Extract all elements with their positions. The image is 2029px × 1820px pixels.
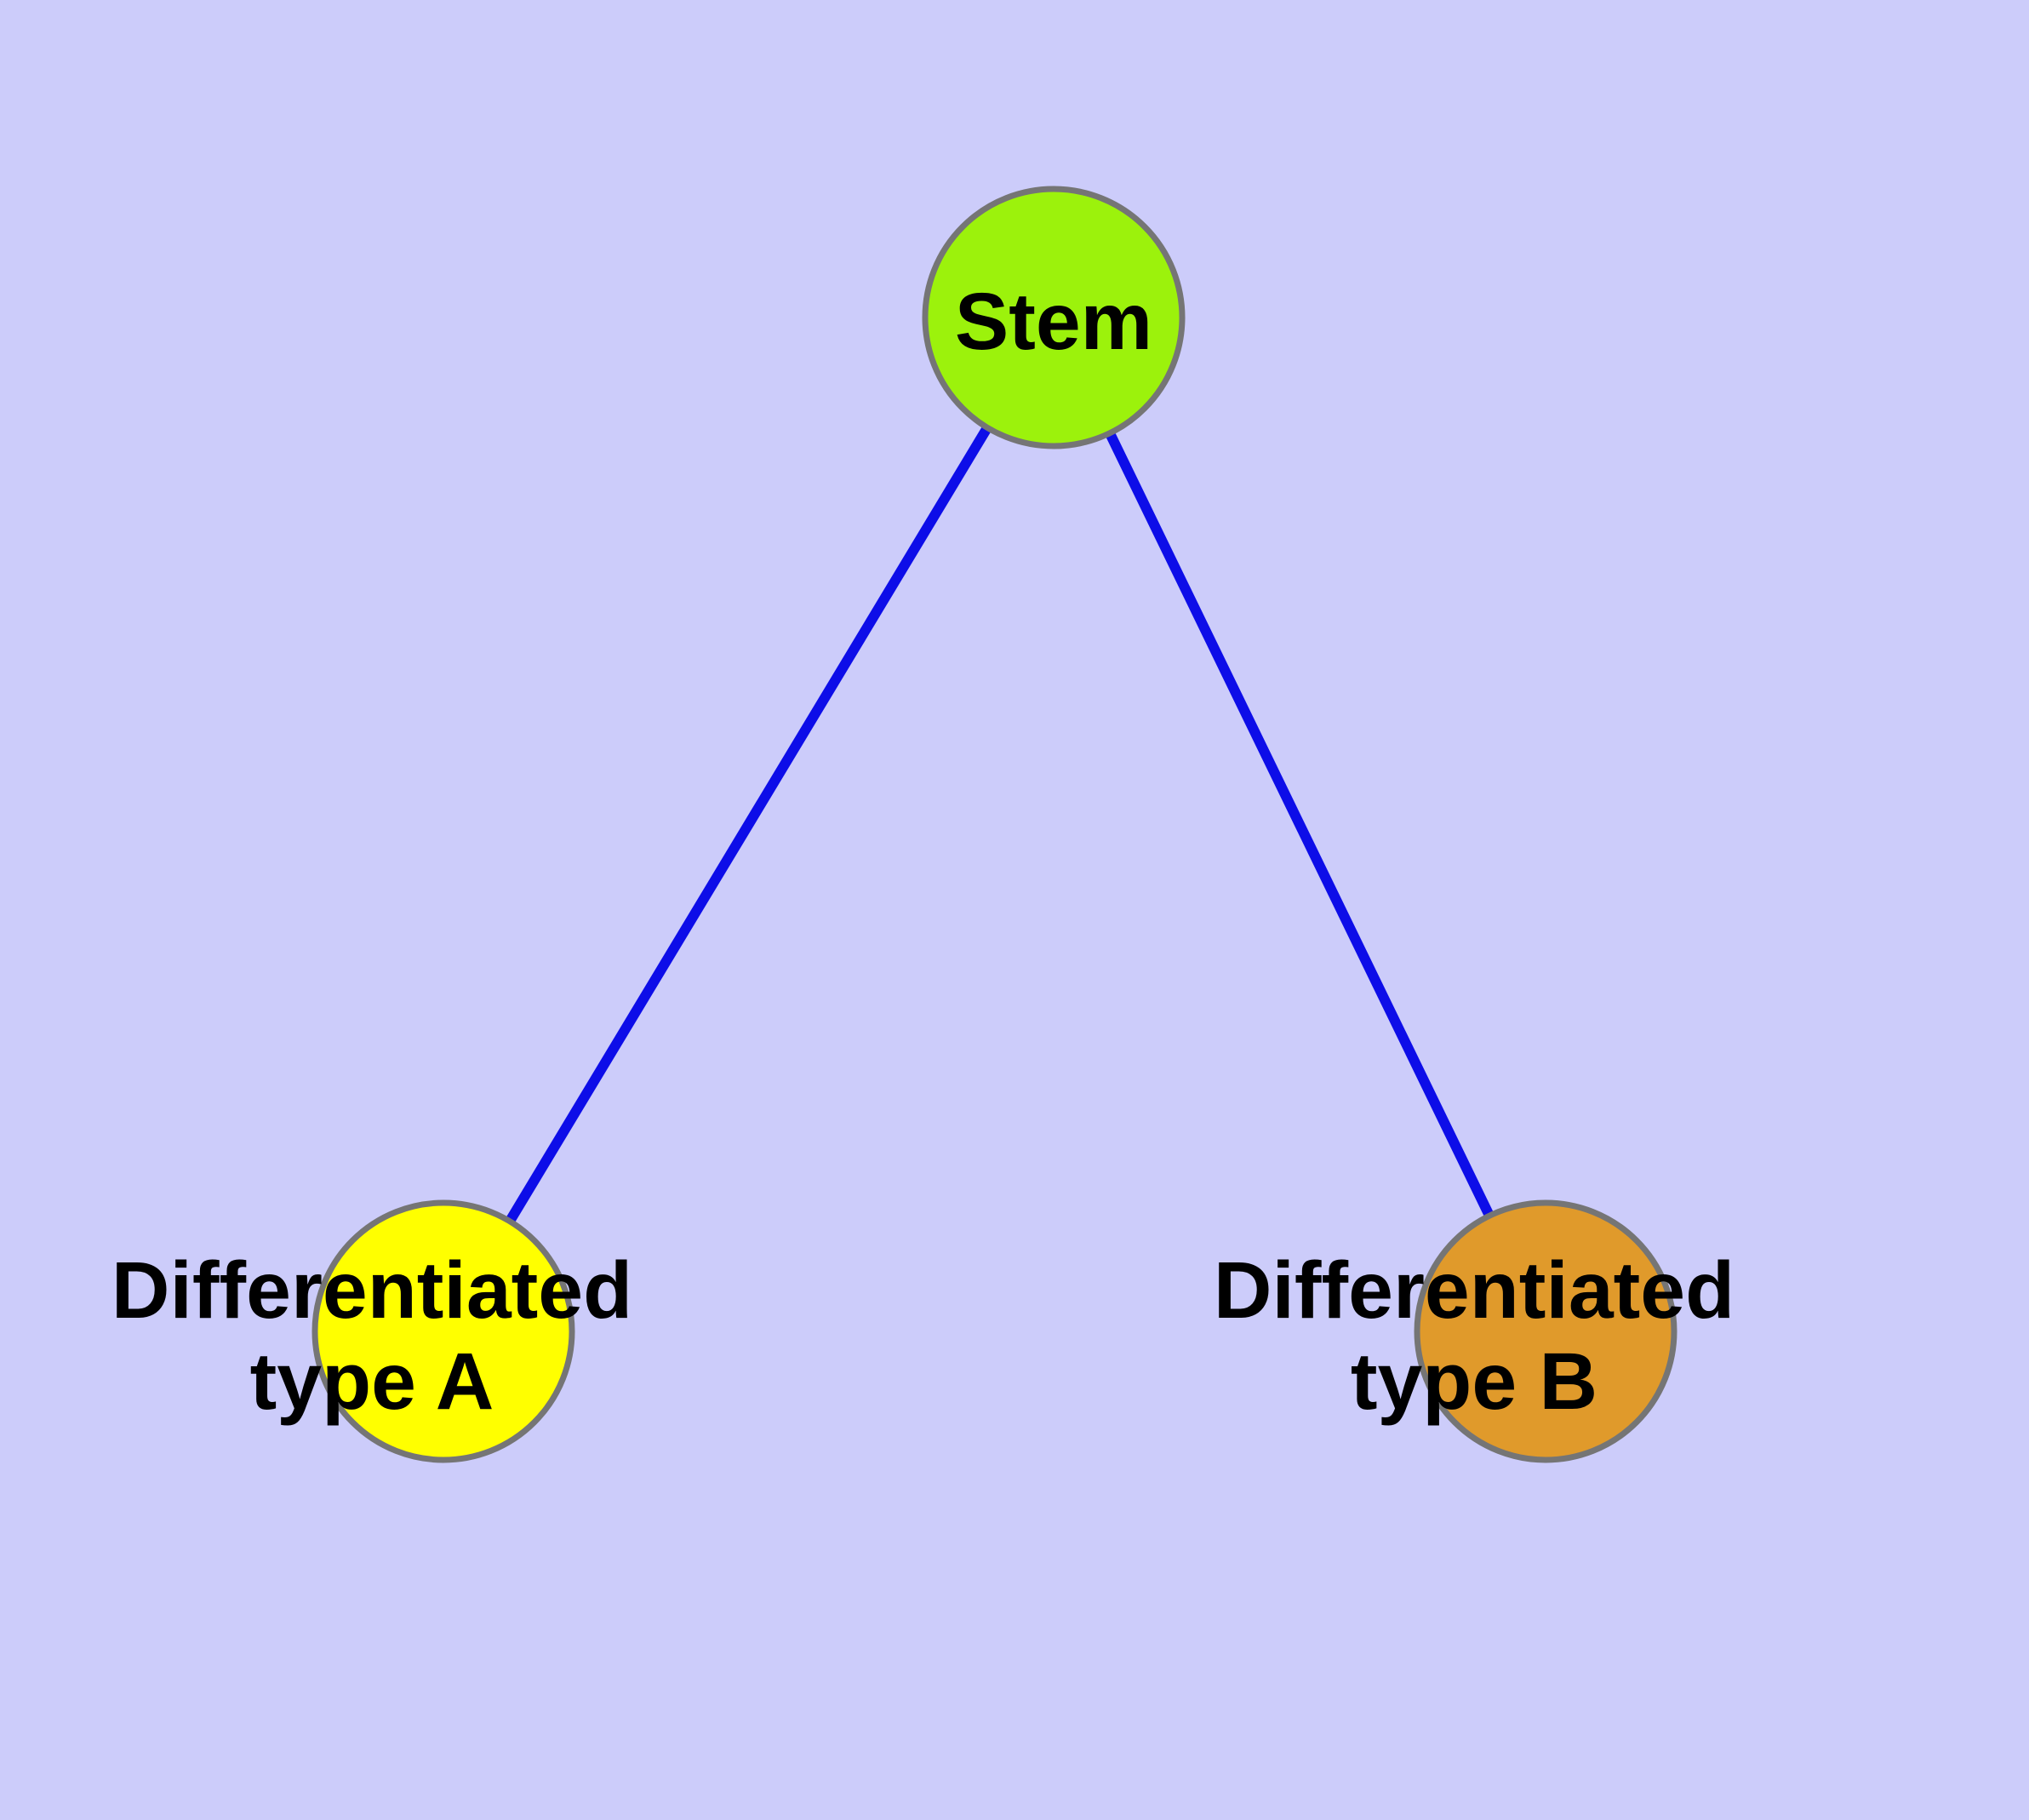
node-stem[interactable]: Stem	[922, 186, 1186, 449]
node-label-type-a-line1: Differentiated	[111, 1245, 632, 1336]
edge-stem-to-differentiated-type-a[interactable]	[503, 421, 994, 1228]
node-differentiated-type-a[interactable]: Differentiated type A	[111, 1199, 632, 1463]
node-label-type-a-line2: type A	[250, 1336, 494, 1427]
node-label-stem-line1: Stem	[955, 277, 1152, 367]
node-circle-differentiated-type-a[interactable]	[311, 1199, 575, 1463]
edges-layer	[503, 421, 1496, 1228]
node-circle-differentiated-type-b[interactable]	[1414, 1199, 1677, 1463]
node-differentiated-type-b[interactable]: Differentiated type B	[1214, 1199, 1735, 1463]
node-label-type-b-line2: type B	[1351, 1336, 1597, 1427]
nodes-layer: Stem Differentiated type A Differentiate…	[111, 186, 1735, 1463]
node-circle-stem[interactable]	[922, 186, 1186, 449]
node-label-type-b-line1: Differentiated	[1214, 1245, 1735, 1336]
edge-stem-to-differentiated-type-b[interactable]	[1103, 427, 1496, 1222]
